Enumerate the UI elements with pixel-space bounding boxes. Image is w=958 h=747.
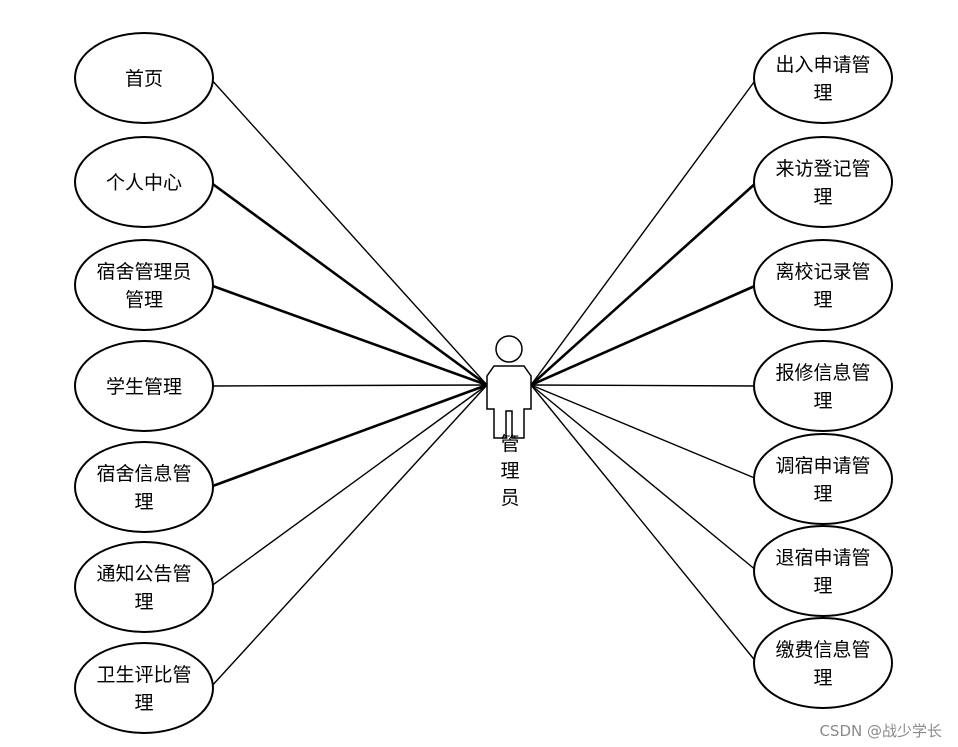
connector-left-2 <box>209 283 488 387</box>
connector-right-2 <box>530 283 758 387</box>
actor-label: 管理员 <box>500 433 519 509</box>
use-case-label: 理 <box>134 491 153 513</box>
connector-right-0 <box>530 77 758 386</box>
actor-body <box>486 365 532 439</box>
actor-head <box>495 335 523 363</box>
use-case-label: 理 <box>134 692 153 714</box>
use-case-ellipse <box>753 525 893 617</box>
actor-admin <box>486 335 532 439</box>
use-case-label: 出入申请管 <box>775 54 870 76</box>
use-case-label: 卫生评比管 <box>96 664 191 686</box>
use-case-ellipse <box>74 136 214 228</box>
use-case-ellipse <box>74 239 214 331</box>
use-case-ellipse <box>74 541 214 633</box>
connector-left-6 <box>209 384 488 689</box>
connectors <box>209 77 758 689</box>
connector-left-4 <box>209 383 488 489</box>
use-case-label: 宿舍信息管 <box>96 463 191 485</box>
connector-left-3 <box>209 384 488 387</box>
use-case-label: 报修信息管 <box>775 362 870 384</box>
use-case-ellipse <box>74 441 214 533</box>
use-case-label: 理 <box>813 575 832 597</box>
use-case-ellipse <box>753 340 893 432</box>
use-case-ellipse <box>753 32 893 124</box>
use-case-ellipse <box>753 136 893 228</box>
use-case-label: 理 <box>813 483 832 505</box>
actor-label-char: 管 <box>500 433 519 455</box>
use-case-ellipse <box>74 32 214 124</box>
use-case-label: 调宿申请管 <box>775 455 870 477</box>
use-case-label: 离校记录管 <box>775 261 870 283</box>
actor-label-char: 员 <box>500 487 519 509</box>
use-case-label: 宿舍管理员 <box>96 261 191 283</box>
use-case-ellipse <box>753 239 893 331</box>
use-case-label: 个人中心 <box>106 172 182 194</box>
use-case-ellipse <box>753 433 893 525</box>
connector-left-1 <box>209 180 488 387</box>
use-case-label: 理 <box>813 289 832 311</box>
use-case-label: 理 <box>813 667 832 689</box>
use-cases: 首页个人中心宿舍管理员管理学生管理宿舍信息管理通知公告管理卫生评比管理出入申请管… <box>74 32 893 734</box>
use-case-left-3: 学生管理 <box>74 340 214 432</box>
connector-right-1 <box>530 181 758 386</box>
connector-right-5 <box>530 384 758 572</box>
connector-left-5 <box>209 384 488 588</box>
connector-left-0 <box>209 77 488 386</box>
use-case-label: 理 <box>134 591 153 613</box>
use-case-label: 理 <box>813 390 832 412</box>
connector-right-6 <box>530 384 758 664</box>
use-case-label: 通知公告管 <box>96 563 191 585</box>
use-case-left-0: 首页 <box>74 32 214 124</box>
use-case-ellipse <box>753 617 893 709</box>
use-case-label: 理 <box>813 186 832 208</box>
actor-label-char: 理 <box>500 460 519 482</box>
use-case-label: 学生管理 <box>106 376 182 398</box>
use-case-label: 缴费信息管 <box>775 639 870 661</box>
connector-right-3 <box>530 384 758 387</box>
connector-right-4 <box>530 384 758 480</box>
use-case-left-1: 个人中心 <box>74 136 214 228</box>
use-case-label: 首页 <box>125 68 163 90</box>
watermark: CSDN @战少学长 <box>819 722 942 740</box>
use-case-label: 来访登记管 <box>775 158 870 180</box>
use-case-label: 理 <box>813 82 832 104</box>
use-case-ellipse <box>74 340 214 432</box>
use-case-ellipse <box>74 642 214 734</box>
use-case-label: 管理 <box>125 289 163 311</box>
use-case-label: 退宿申请管 <box>775 547 870 569</box>
